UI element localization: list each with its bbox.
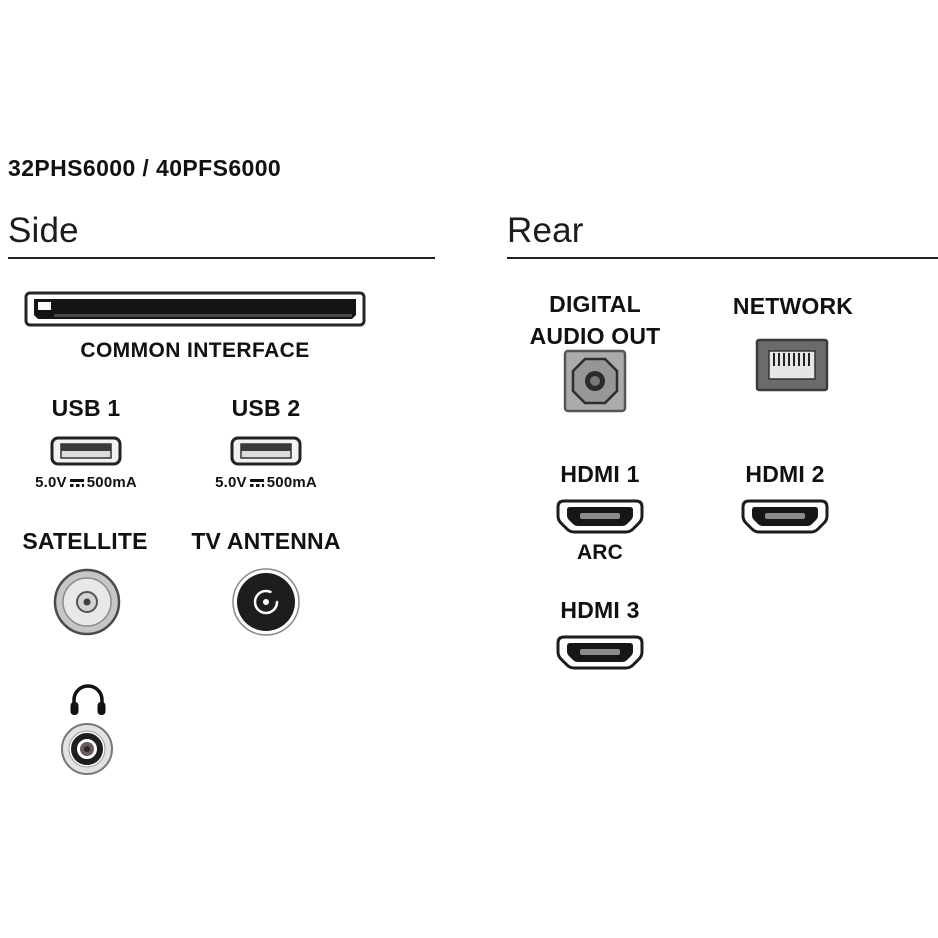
usb2-port xyxy=(230,436,302,466)
dc-power-symbol-icon xyxy=(249,477,265,489)
model-title: 32PHS6000 / 40PFS6000 xyxy=(8,155,282,181)
usb1-label: USB 1 xyxy=(51,395,121,421)
tv-antenna-label: TV ANTENNA xyxy=(191,528,341,554)
side-divider xyxy=(8,257,435,259)
headphone-jack-icon xyxy=(61,723,113,775)
common-interface-slot xyxy=(24,291,366,327)
usb1-rating-current: 500mA xyxy=(86,474,137,491)
antenna-connector-icon xyxy=(232,568,300,636)
headphones-icon-svg xyxy=(70,684,106,715)
network-port xyxy=(755,338,829,392)
hdmi1-label: HDMI 1 xyxy=(560,461,640,487)
dc-power-symbol-icon xyxy=(69,477,85,489)
hdmi1-port xyxy=(554,498,646,538)
side-heading: Side xyxy=(8,211,79,250)
digital-audio-out-label-line1: DIGITAL xyxy=(549,291,641,317)
usb2-rating-current: 500mA xyxy=(266,474,317,491)
satellite-connector-icon xyxy=(53,568,121,636)
usb1-port xyxy=(50,436,122,466)
satellite-port xyxy=(52,567,122,637)
digital-audio-out-port xyxy=(563,349,627,413)
hdmi2-port xyxy=(739,498,831,538)
usb1-rating: 5.0V 500mA xyxy=(35,474,137,491)
satellite-label: SATELLITE xyxy=(22,528,148,554)
hdmi3-port xyxy=(554,634,646,674)
digital-audio-out-label-line2: AUDIO OUT xyxy=(529,323,661,349)
usb2-rating-voltage: 5.0V xyxy=(215,474,247,491)
hdmi2-label: HDMI 2 xyxy=(745,461,825,487)
optical-audio-port-icon xyxy=(563,349,627,413)
common-interface-label: COMMON INTERFACE xyxy=(80,339,310,362)
hdmi-port-icon xyxy=(556,635,644,670)
hdmi3-label: HDMI 3 xyxy=(560,597,640,623)
tv-antenna-port xyxy=(231,567,301,637)
usb1-rating-voltage: 5.0V xyxy=(35,474,67,491)
hdmi1-arc-label: ARC xyxy=(576,541,624,564)
usb-port-icon xyxy=(230,436,302,466)
rear-heading: Rear xyxy=(507,211,584,250)
usb2-rating: 5.0V 500mA xyxy=(215,474,317,491)
rear-divider xyxy=(507,257,938,259)
usb-port-icon xyxy=(50,436,122,466)
hdmi-port-icon xyxy=(741,499,829,534)
headphone-jack-port xyxy=(59,721,115,777)
network-label: NETWORK xyxy=(732,293,854,319)
headphones-icon xyxy=(68,681,108,717)
common-interface-slot-icon xyxy=(24,291,366,327)
hdmi-port-icon xyxy=(556,499,644,534)
usb2-label: USB 2 xyxy=(231,395,301,421)
ethernet-port-icon xyxy=(755,338,829,392)
